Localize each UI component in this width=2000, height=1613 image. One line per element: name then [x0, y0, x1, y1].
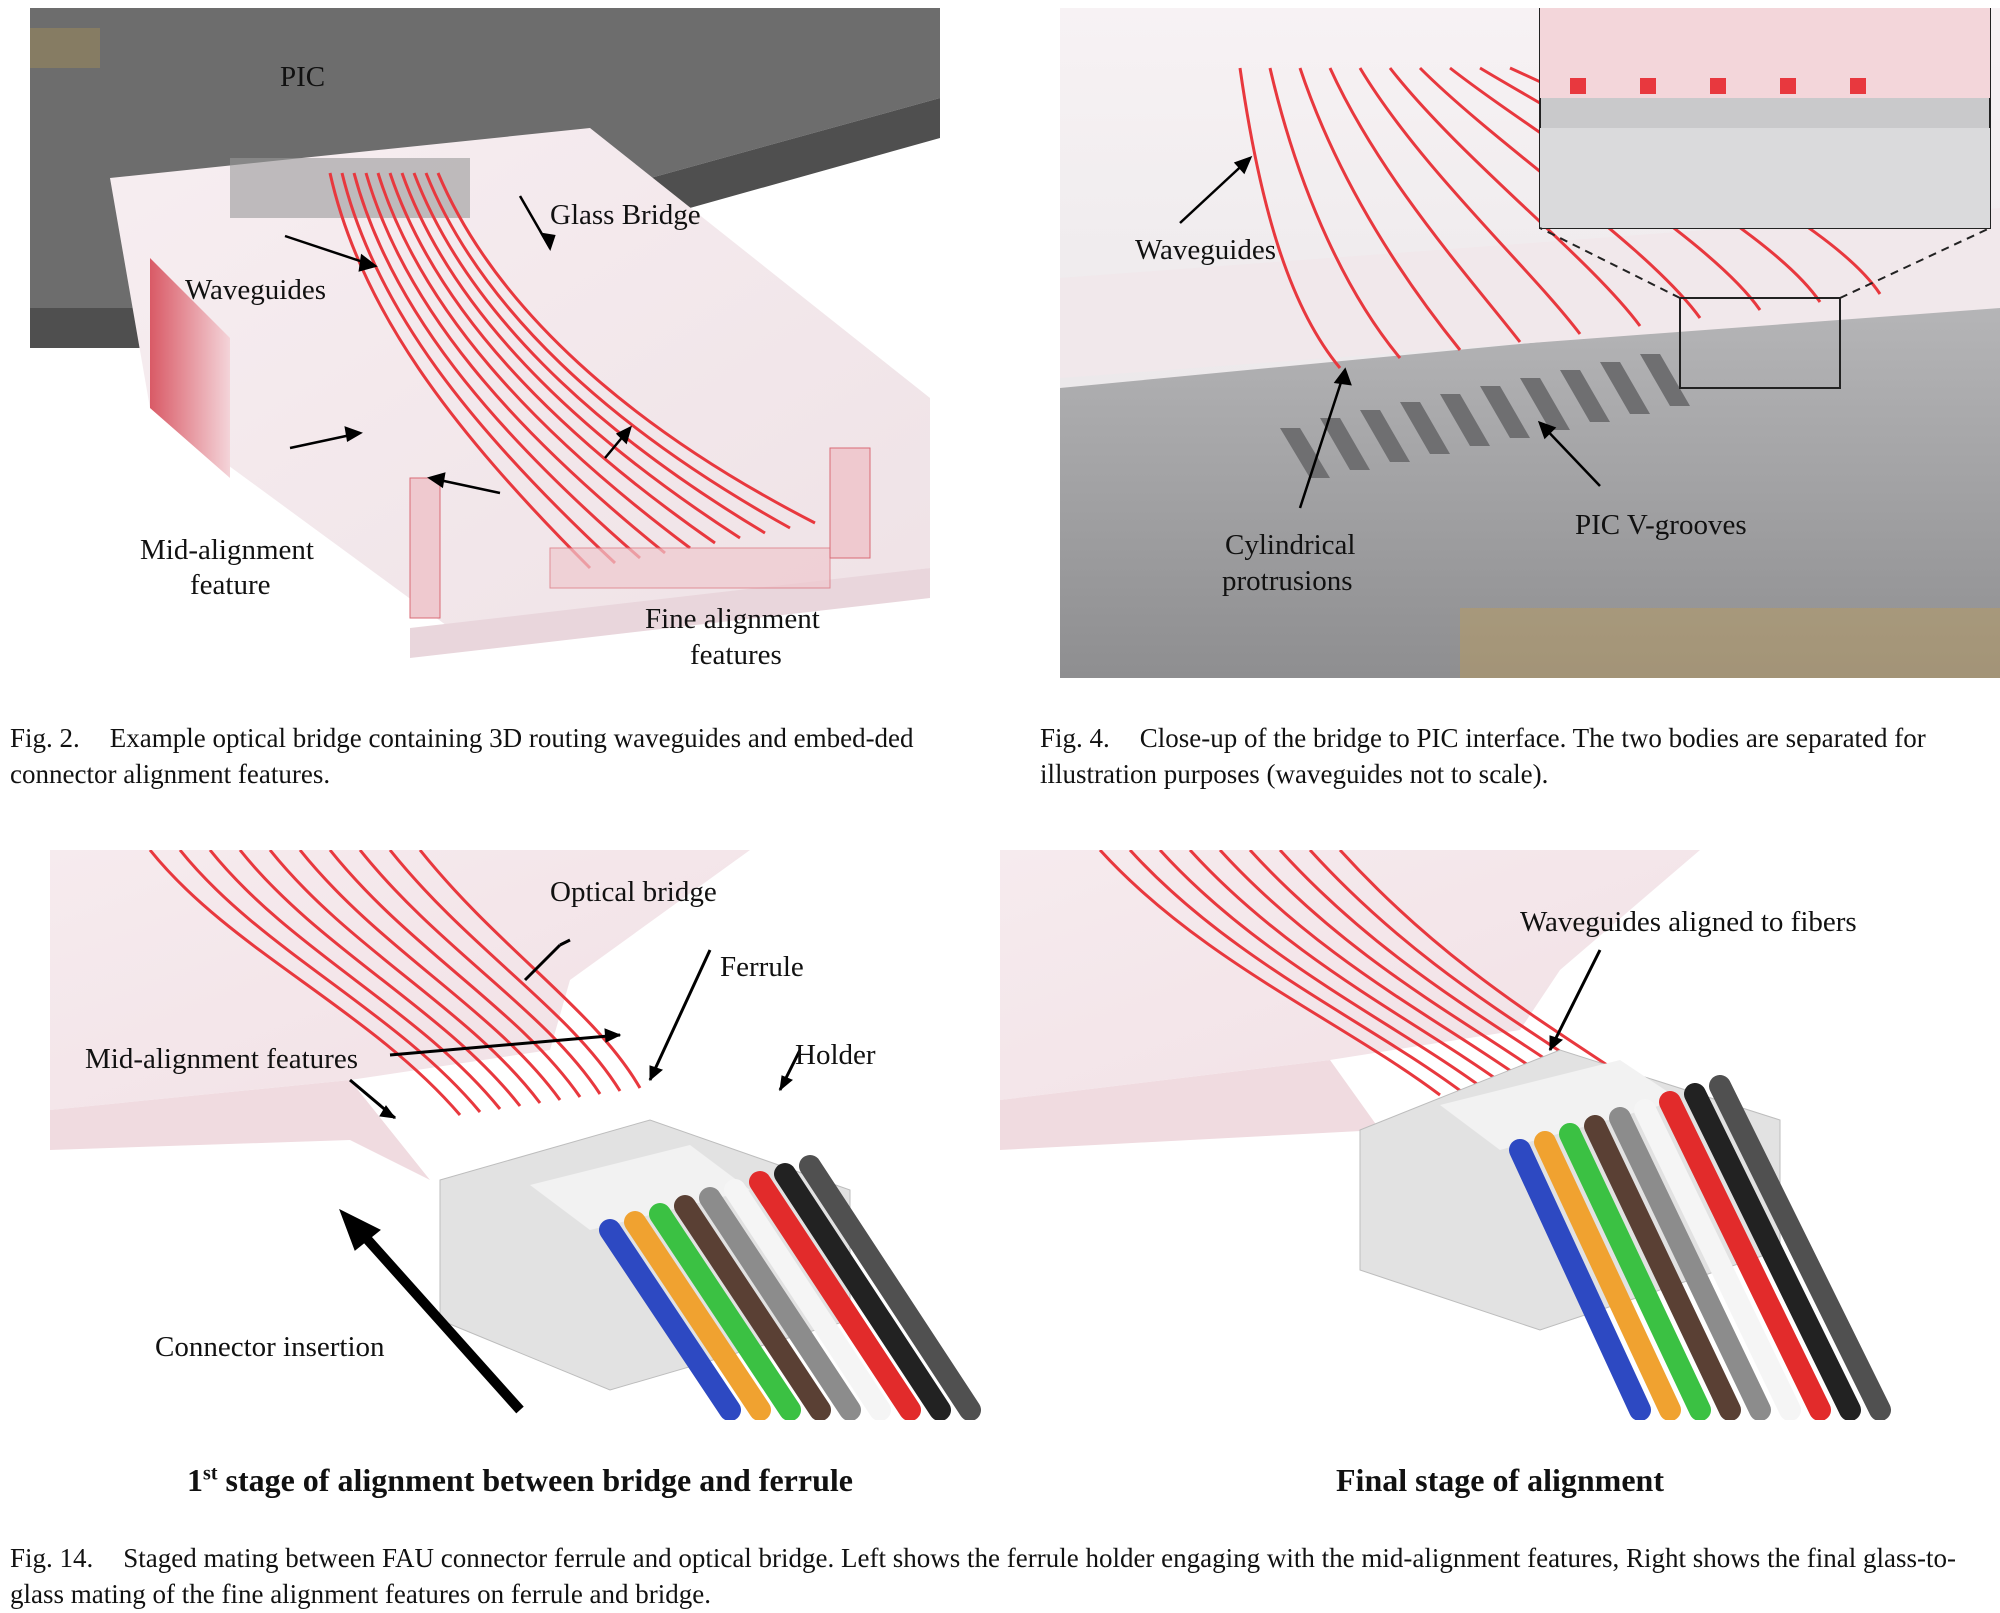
fig14-caption-text: Staged mating between FAU connector ferr… — [10, 1543, 1957, 1610]
fig2-caption: Fig. 2.Example optical bridge containing… — [10, 720, 985, 793]
fig14-right-image: Waveguides aligned to fibers — [1000, 850, 1990, 1420]
fig14-caption-number: Fig. 14. — [10, 1543, 94, 1573]
fig14-label-mid-alignment-features: Mid-alignment features — [85, 1043, 358, 1075]
fig14-label-waveguides-aligned: Waveguides aligned to fibers — [1520, 906, 1857, 938]
fig2-label-glass-bridge: Glass Bridge — [550, 199, 701, 231]
fig14-label-ferrule: Ferrule — [720, 951, 804, 983]
fig4-caption-number: Fig. 4. — [1040, 723, 1110, 753]
fig2-image: PIC Glass Bridge Waveguides Mid-alignmen… — [30, 8, 940, 678]
fig2-label-pic: PIC — [280, 61, 326, 93]
fig14-label-connector-insertion: Connector insertion — [155, 1331, 385, 1363]
fig4-label-cylindrical-2: protrusions — [1222, 565, 1353, 597]
fig14-left-render — [50, 850, 981, 1420]
fig4-label-waveguides: Waveguides — [1135, 234, 1277, 266]
fig4-image: Waveguides Cylindrical protrusions PIC V… — [1060, 8, 2000, 678]
fig2-label-mid-alignment-2: feature — [190, 569, 271, 601]
fig4-label-cylindrical-1: Cylindrical — [1225, 529, 1356, 561]
fig2-label-fine-alignment-1: Fine alignment — [645, 603, 820, 635]
fig4-caption: Fig. 4.Close-up of the bridge to PIC int… — [1040, 720, 2000, 793]
stage-left-superscript: st — [203, 1462, 218, 1485]
fig2-label-waveguides: Waveguides — [185, 274, 327, 306]
fig14-caption: Fig. 14.Staged mating between FAU connec… — [10, 1540, 1990, 1613]
fig14-stage-right-title: Final stage of alignment — [1336, 1462, 1664, 1498]
fig14-left-image: Optical bridge Ferrule Holder Mid-alignm… — [50, 850, 1000, 1420]
fig4-label-pic-vgrooves: PIC V-grooves — [1575, 509, 1747, 541]
fig2-caption-text: Example optical bridge containing 3D rou… — [10, 723, 914, 790]
fig4-render — [1060, 8, 2000, 678]
stage-left-number: 1 — [187, 1462, 204, 1498]
fig14-label-holder: Holder — [795, 1039, 876, 1071]
fig14-right-render — [1000, 850, 1891, 1420]
stage-left-text: stage of alignment between bridge and fe… — [217, 1462, 853, 1498]
fig2-caption-number: Fig. 2. — [10, 723, 80, 753]
fig2-label-mid-alignment-1: Mid-alignment — [140, 534, 314, 566]
fig4-caption-text: Close-up of the bridge to PIC interface.… — [1040, 723, 1926, 790]
fig14-label-optical-bridge: Optical bridge — [550, 876, 717, 908]
fig14-stage-left-title: 1st stage of alignment between bridge an… — [40, 1462, 1000, 1499]
fig2-render — [30, 8, 940, 658]
fig2-label-fine-alignment-2: features — [690, 639, 782, 671]
